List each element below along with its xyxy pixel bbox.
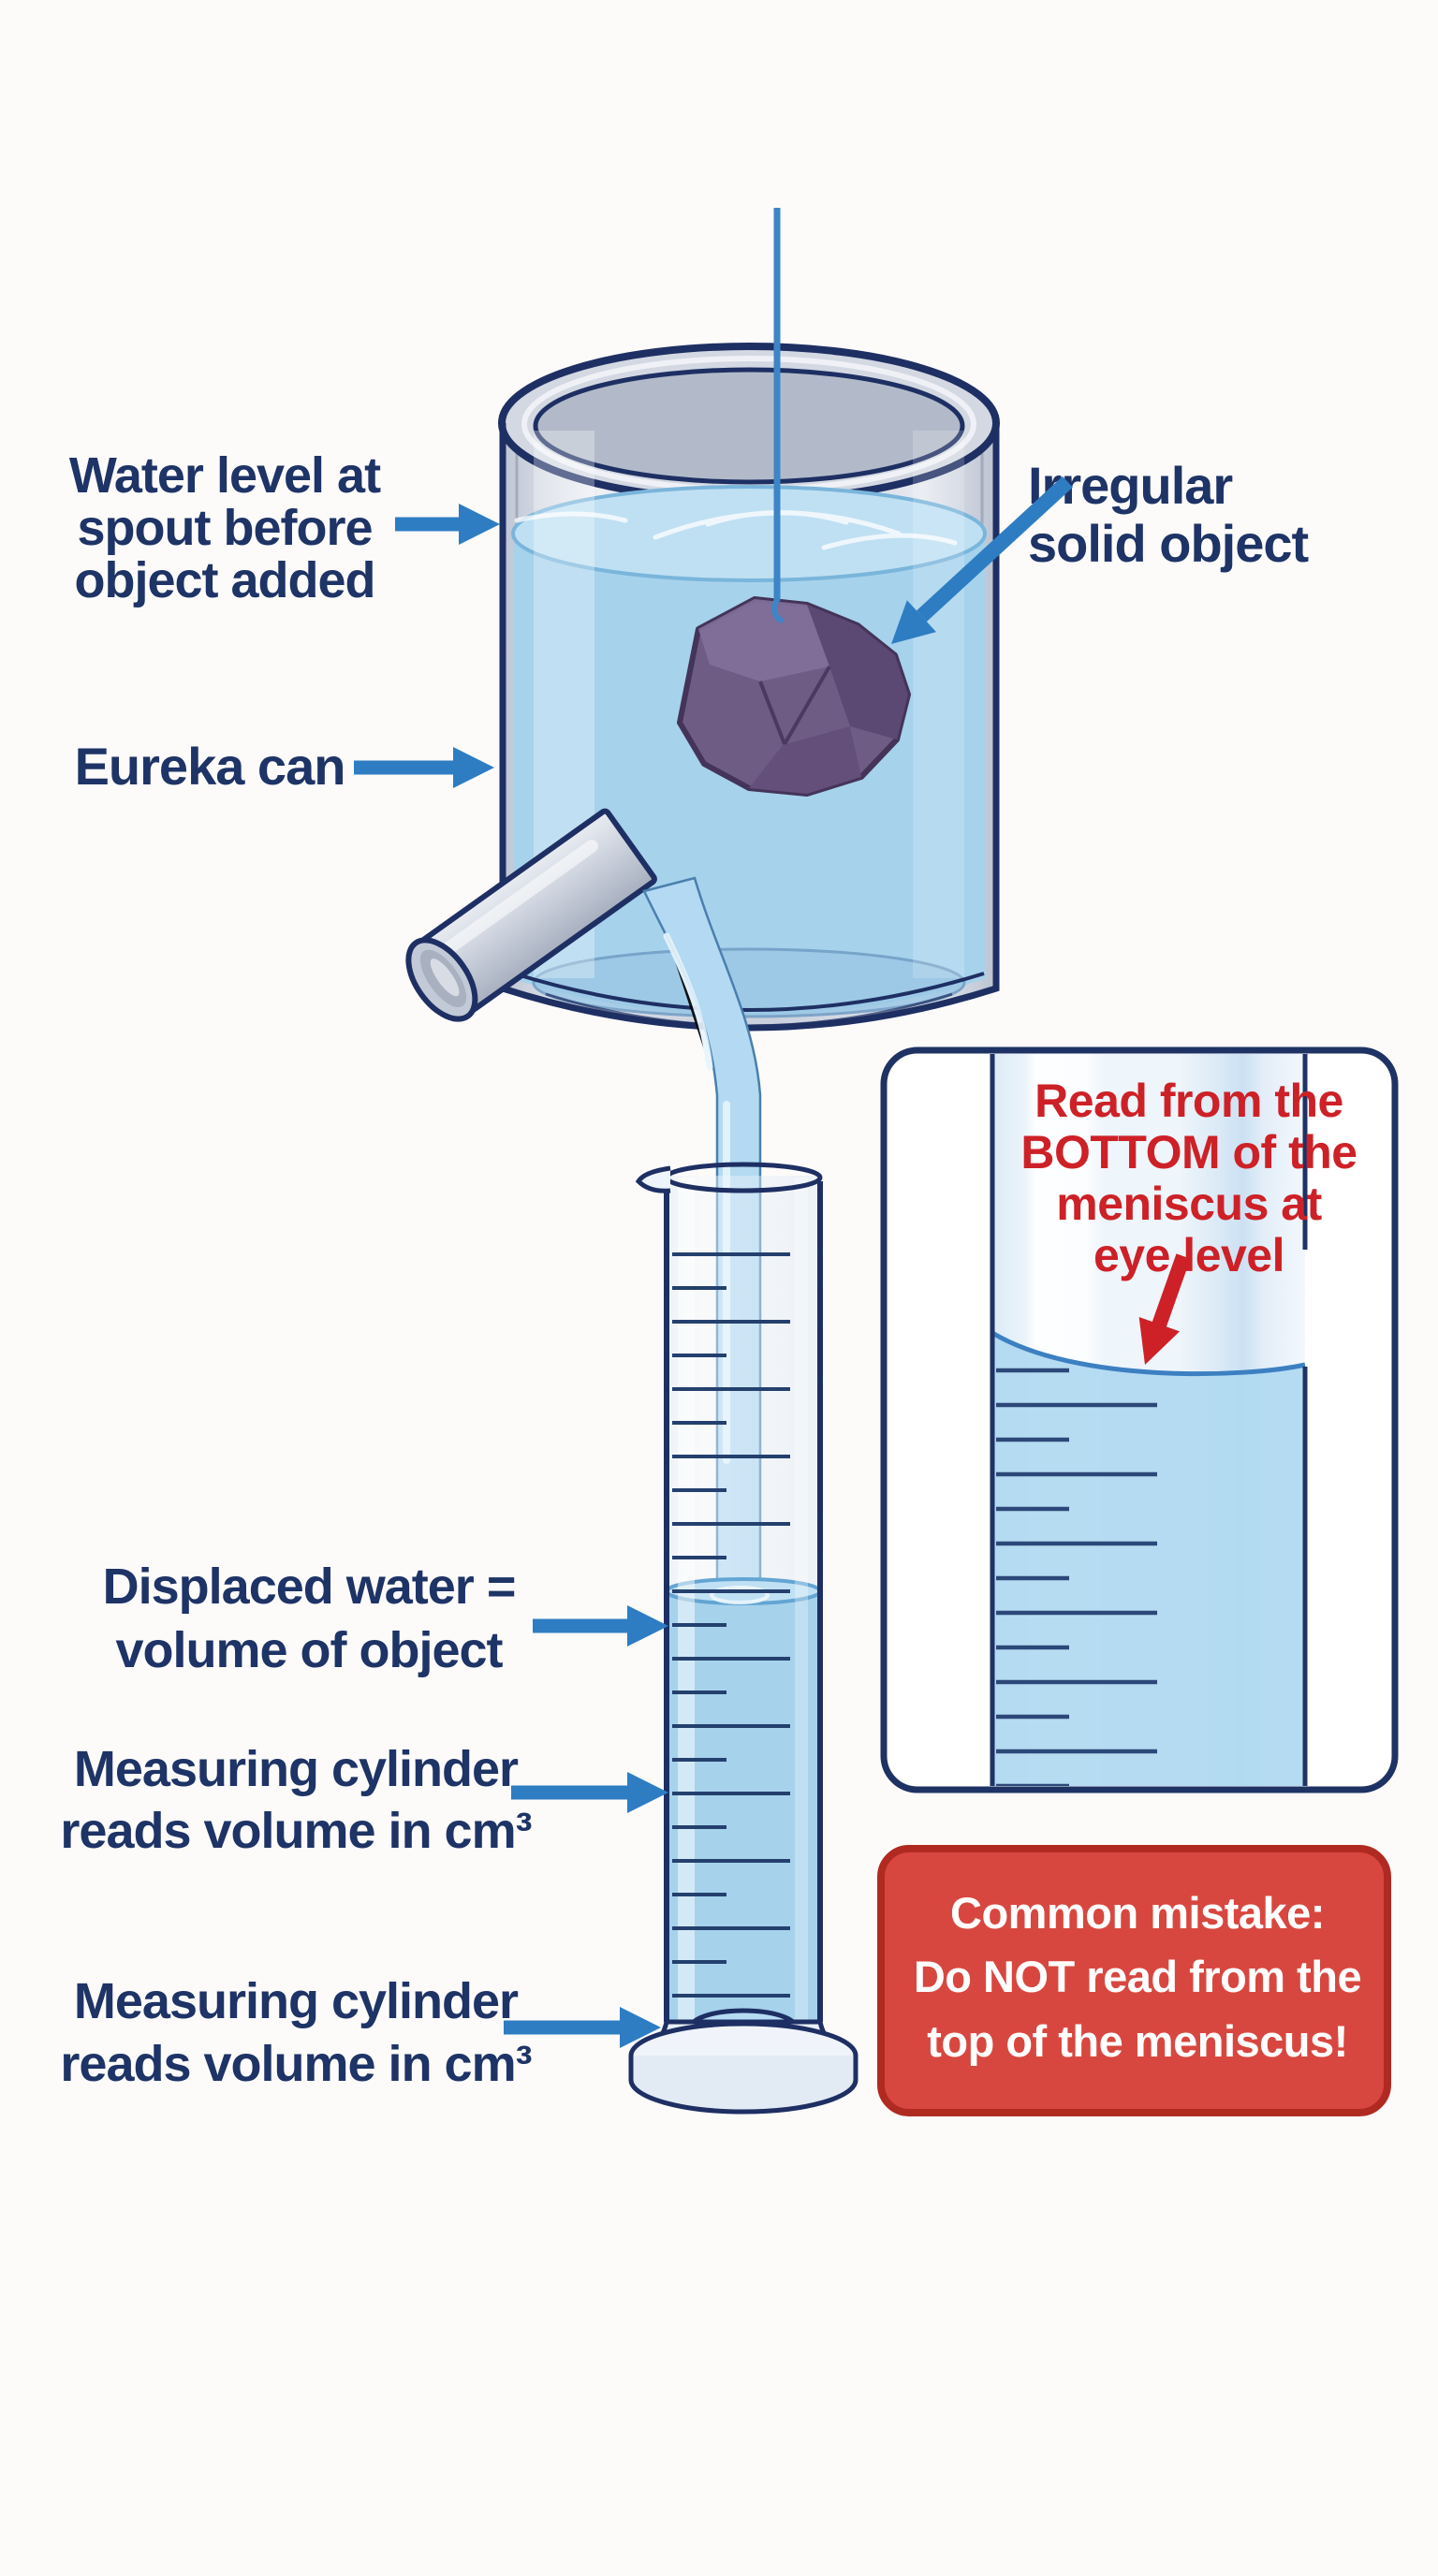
cylinder-label-1-arrow-icon: [511, 1772, 668, 1813]
can-floor: [532, 947, 966, 1018]
meniscus: [990, 1330, 1306, 1377]
measuring-cylinder-2-line-1: Measuring cylinder: [74, 1973, 519, 2029]
displaced-water-label-line-2: volume of object: [115, 1622, 503, 1678]
inset-instruction-line-1: Read from the: [1034, 1075, 1343, 1127]
inset-cylinder: [990, 1054, 1308, 1786]
eureka-can-arrow-icon: [354, 747, 494, 788]
cylinder-sheen: [795, 1178, 808, 2020]
cylinder-ticks: [672, 1252, 790, 1998]
can-outline: [499, 423, 1000, 1032]
inset-instruction-line-4: eye level: [1093, 1229, 1284, 1281]
inset-instruction-line-2: BOTTOM of the: [1020, 1126, 1357, 1178]
can-rim: [498, 343, 1000, 504]
cylinder-label-2-arrow-icon: [504, 2007, 661, 2048]
irregular-object-label-line-2: solid object: [1028, 514, 1308, 573]
displaced-water-arrow-icon: [533, 1605, 668, 1647]
displaced-water-label-line-1: Displaced water =: [103, 1559, 516, 1615]
label-water-level: Water level at spout before object added: [69, 447, 500, 608]
water-level-label-line-3: object added: [74, 552, 374, 608]
eureka-can-label: Eureka can: [75, 737, 345, 796]
warning-line-3: top of the meniscus!: [927, 2016, 1348, 2066]
can-spout: [405, 808, 657, 1022]
inset-red-arrow-icon: [1138, 1253, 1191, 1365]
label-irregular-object: Irregular solid object: [891, 456, 1309, 644]
inset-instruction-line-3: meniscus at: [1056, 1178, 1322, 1230]
inset-water: [992, 1333, 1305, 1786]
can-glass-sheen: [913, 431, 964, 978]
pouring-lip: [635, 1165, 671, 1193]
water-level-arrow-icon: [395, 504, 500, 545]
inset-panel: Read from the BOTTOM of the meniscus at …: [880, 1046, 1399, 1793]
warning-line-1: Common mistake:: [950, 1888, 1325, 1938]
warning-box: Common mistake: Do NOT read from the top…: [877, 1845, 1391, 2116]
label-eureka-can: Eureka can: [75, 737, 494, 796]
string-hook: [771, 597, 785, 624]
water-level-label-line-2: spout before: [77, 500, 372, 556]
measuring-cylinder-1-line-1: Measuring cylinder: [74, 1741, 519, 1797]
measuring-cylinder: [628, 1162, 858, 2115]
inset-border: [880, 1046, 1399, 1793]
inset-ticks: [996, 1368, 1157, 1786]
suspension-string: [771, 208, 785, 624]
label-measuring-cylinder-2: Measuring cylinder reads volume in cm³: [60, 1973, 661, 2092]
can-bottom-rim: [513, 972, 985, 1012]
measuring-cylinder-1-line-2: reads volume in cm³: [60, 1803, 531, 1859]
warning-line-2: Do NOT read from the: [914, 1952, 1361, 2001]
measuring-cylinder-2-line-2: reads volume in cm³: [60, 2036, 531, 2092]
label-measuring-cylinder-1: Measuring cylinder reads volume in cm³: [60, 1741, 668, 1859]
irregular-object-rock: [677, 596, 911, 797]
cylinder-base-side: [628, 2056, 858, 2115]
label-displaced-water: Displaced water = volume of object: [103, 1559, 668, 1678]
can-bottom-rim: [545, 992, 953, 1028]
water-level-label-line-1: Water level at: [69, 447, 381, 504]
splash-ripple: [710, 1586, 770, 1604]
irregular-object-arrow-icon: [891, 476, 1073, 644]
